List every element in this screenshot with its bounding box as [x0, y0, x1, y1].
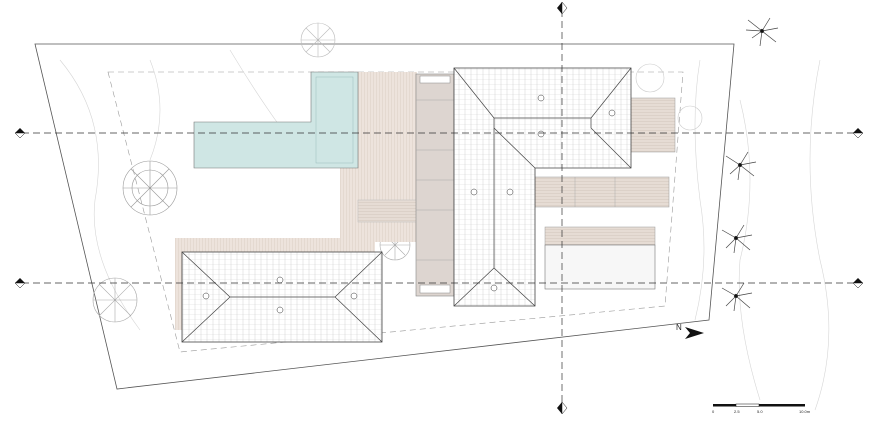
wing-pergola-mid	[534, 176, 670, 208]
palm-icon	[745, 17, 779, 47]
wing-pergola-north	[629, 97, 676, 153]
pool-inner	[315, 76, 354, 164]
tree-icon	[122, 160, 178, 216]
tree-icon	[635, 63, 703, 131]
tree-icon	[92, 277, 138, 323]
section-lines	[22, 10, 858, 410]
palm-icon	[725, 151, 757, 181]
main-roof	[453, 67, 632, 307]
garage-slab	[544, 244, 656, 290]
west-roof	[181, 251, 383, 343]
site-boundary	[34, 43, 735, 390]
scale-bar: 0 2.5 5.0 10.0m	[712, 403, 811, 414]
scale-tick-1: 2.5	[734, 409, 740, 414]
tree-icon	[300, 22, 336, 58]
swimming-pool	[193, 71, 359, 169]
section-arrow-icon	[14, 1, 864, 415]
north-arrow-icon	[685, 327, 704, 339]
scale-tick-2: 5.0	[757, 409, 763, 414]
palm-icon	[721, 282, 753, 312]
scale-tick-3: 10.0m	[799, 409, 811, 414]
roof-vent-icon	[202, 94, 616, 314]
scale-tick-0: 0	[712, 409, 715, 414]
north-label: N	[676, 323, 682, 332]
covered-corridor	[415, 73, 455, 297]
palm-icon	[721, 224, 753, 254]
wing-pergola-south	[544, 226, 656, 246]
